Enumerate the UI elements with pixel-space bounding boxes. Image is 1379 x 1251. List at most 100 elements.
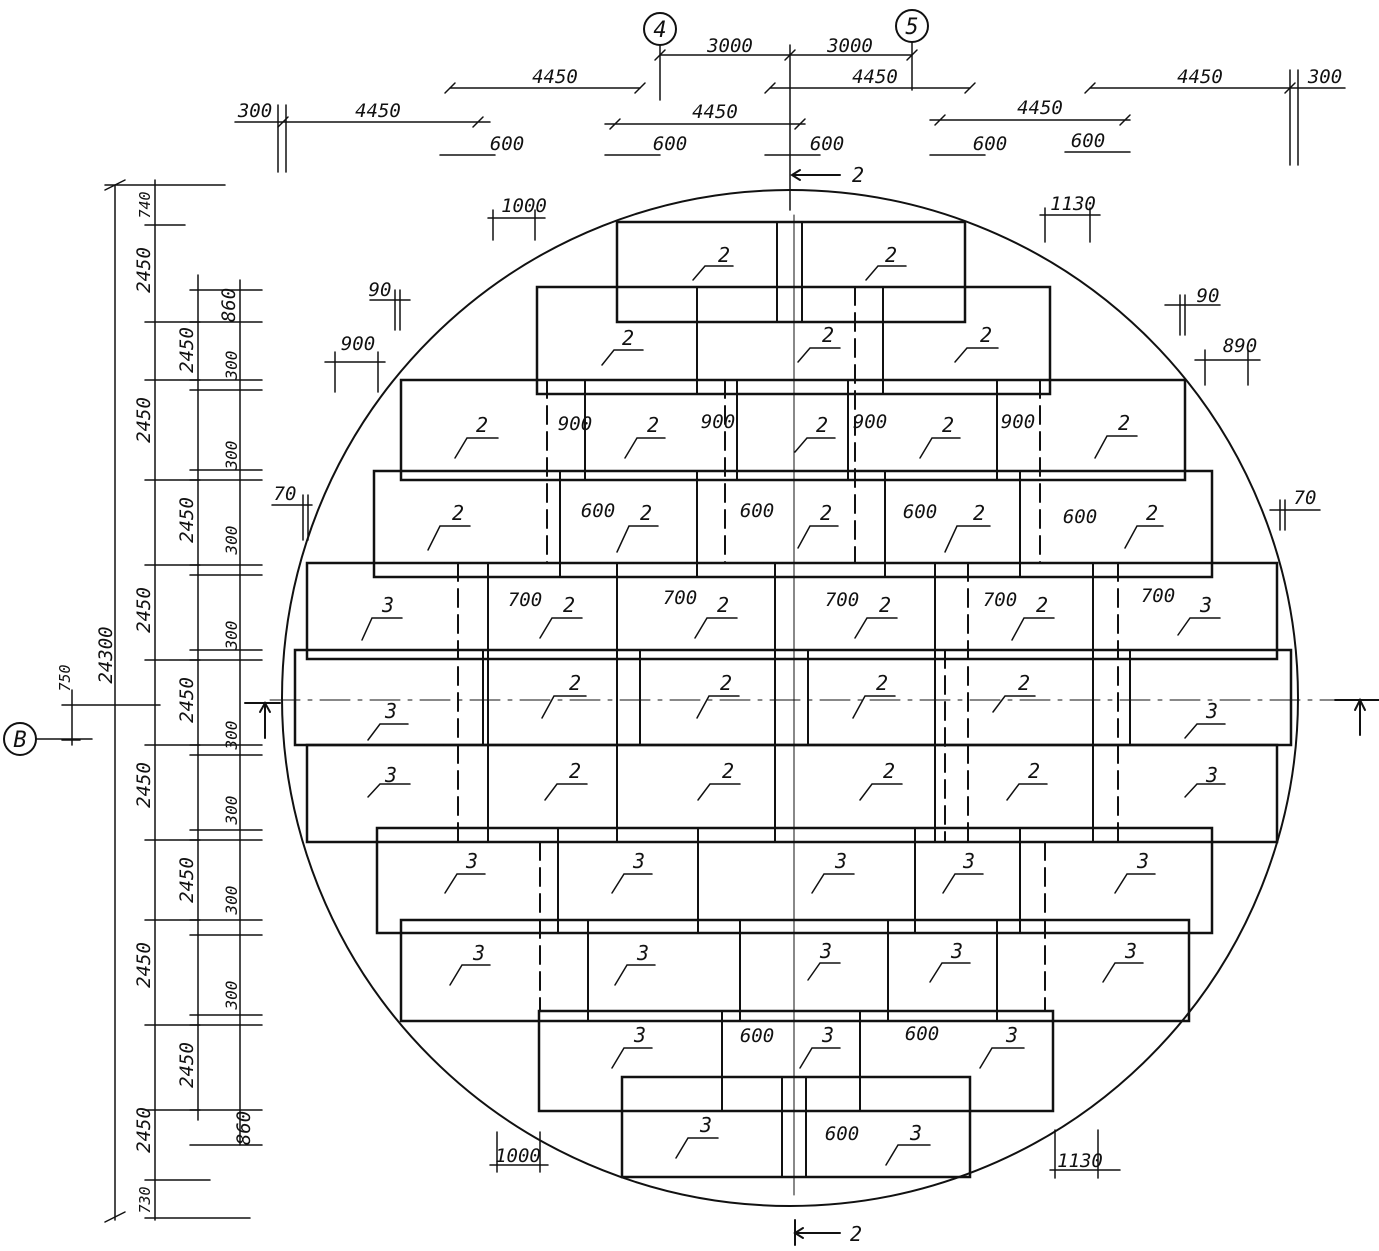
dim-2450: 2450 xyxy=(176,327,198,373)
mark-leaders xyxy=(361,265,1226,1166)
dim-2450: 2450 xyxy=(176,1042,198,1088)
dim-700: 700 xyxy=(983,589,1017,611)
dim-4450: 4450 xyxy=(692,101,738,123)
panel-mark-2: 2 xyxy=(720,671,732,695)
panel-mark-2: 2 xyxy=(822,323,834,347)
section-line-horizontal xyxy=(244,697,1379,739)
dim-700: 700 xyxy=(663,587,697,609)
panel-mark-3: 3 xyxy=(384,699,397,723)
panel-mark-3: 3 xyxy=(384,763,397,787)
section-top-label: 2 xyxy=(852,163,864,187)
dim-600: 600 xyxy=(653,133,687,155)
dim-90: 90 xyxy=(369,279,392,301)
panel-mark-3: 3 xyxy=(381,593,394,617)
panel-mark-2: 2 xyxy=(1018,671,1030,695)
panel-marks-type-3: 3 3 3 3 3 3 3 3 3 3 3 3 3 3 3 3 3 3 3 3 … xyxy=(381,593,1218,1145)
dim-4450: 4450 xyxy=(532,66,578,88)
dim-90: 90 xyxy=(1197,285,1220,307)
panel-mark-2: 2 xyxy=(973,501,985,525)
dim-300: 300 xyxy=(222,441,241,471)
dim-4450: 4450 xyxy=(355,100,401,122)
dim-300: 300 xyxy=(222,796,241,826)
dim-2450: 2450 xyxy=(133,1107,155,1153)
dim-740: 740 xyxy=(136,191,154,218)
panel-mark-3: 3 xyxy=(465,849,478,873)
hidden-panel-edges xyxy=(294,286,1292,1078)
panel-mark-2: 2 xyxy=(942,413,954,437)
section-marker-top: 2 xyxy=(790,163,864,187)
dim-1130: 1130 xyxy=(1057,1150,1103,1172)
left-dimension-chains xyxy=(61,179,263,1223)
dim-860: 860 xyxy=(233,1111,255,1145)
panel-mark-2: 2 xyxy=(980,323,992,347)
panel-mark-2: 2 xyxy=(876,671,888,695)
dim-700: 700 xyxy=(508,589,542,611)
panel-mark-3: 3 xyxy=(819,939,832,963)
panel-mark-2: 2 xyxy=(569,671,581,695)
dim-1000: 1000 xyxy=(495,1145,541,1167)
panel-mark-2: 2 xyxy=(879,593,891,617)
dim-700: 700 xyxy=(1141,585,1175,607)
panel-mark-3: 3 xyxy=(472,941,485,965)
panel-mark-2: 2 xyxy=(885,243,897,267)
dim-2450: 2450 xyxy=(176,497,198,543)
dim-600: 600 xyxy=(973,133,1007,155)
panel-mark-2: 2 xyxy=(1036,593,1048,617)
inner-gap-labels: 900 900 900 900 600 600 600 600 700 700 … xyxy=(508,411,1175,1145)
dim-600: 600 xyxy=(825,1123,859,1145)
panel-mark-3: 3 xyxy=(909,1121,922,1145)
axis-4-marker: 4 xyxy=(643,12,677,101)
top-dimension-labels: 3000 3000 4450 4450 4450 300 4450 4450 4… xyxy=(237,35,1342,155)
dim-total-24300: 24300 xyxy=(95,626,117,683)
panel-mark-2: 2 xyxy=(452,501,464,525)
dim-1130: 1130 xyxy=(1050,193,1096,215)
panel-mark-2: 2 xyxy=(622,326,634,350)
dim-300: 300 xyxy=(222,621,241,651)
panel-mark-2: 2 xyxy=(820,501,832,525)
panel-mark-3: 3 xyxy=(1124,939,1137,963)
top-dimension-chains xyxy=(234,44,1346,211)
section-bottom-label: 2 xyxy=(850,1222,862,1246)
panel-mark-3: 3 xyxy=(1205,699,1218,723)
dim-900: 900 xyxy=(701,411,735,433)
dim-4450: 4450 xyxy=(852,66,898,88)
dim-2450: 2450 xyxy=(133,762,155,808)
dim-300: 300 xyxy=(222,351,241,381)
dim-1000: 1000 xyxy=(501,195,547,217)
edge-dimension-labels: 1000 1130 1000 1130 90 90 900 890 70 70 xyxy=(274,193,1317,1172)
dim-axis-spacing-1: 3000 xyxy=(706,35,753,57)
dim-300: 300 xyxy=(237,100,272,122)
dim-300: 300 xyxy=(222,526,241,556)
edge-dimension-marks xyxy=(271,207,1321,1179)
dim-750: 750 xyxy=(56,664,74,691)
dim-900: 900 xyxy=(1001,411,1035,433)
dim-4450: 4450 xyxy=(1177,66,1223,88)
dim-70: 70 xyxy=(274,483,297,505)
dim-300: 300 xyxy=(222,981,241,1011)
panel-outlines xyxy=(293,220,1293,1179)
axis-5-marker: 5 xyxy=(895,9,929,91)
dim-600: 600 xyxy=(740,1025,774,1047)
dim-300: 300 xyxy=(222,721,241,751)
panel-mark-3: 3 xyxy=(950,939,963,963)
panel-mark-2: 2 xyxy=(1028,759,1040,783)
panel-mark-3: 3 xyxy=(632,849,645,873)
dim-600: 600 xyxy=(490,133,524,155)
panel-mark-2: 2 xyxy=(722,759,734,783)
dim-300: 300 xyxy=(1307,66,1342,88)
panel-mark-2: 2 xyxy=(476,413,488,437)
panel-mark-2: 2 xyxy=(647,413,659,437)
dim-730: 730 xyxy=(136,1186,154,1213)
panel-mark-2: 2 xyxy=(1118,411,1130,435)
panel-joints xyxy=(482,221,1131,1178)
panel-mark-2: 2 xyxy=(718,243,730,267)
panel-mark-3: 3 xyxy=(1205,763,1218,787)
panel-marks-type-2: 2 2 2 2 2 2 2 2 2 2 2 2 2 2 2 2 2 2 2 2 … xyxy=(452,243,1158,783)
panel-mark-2: 2 xyxy=(816,413,828,437)
dim-2450: 2450 xyxy=(176,677,198,723)
dim-4450: 4450 xyxy=(1017,97,1063,119)
dim-300: 300 xyxy=(222,886,241,916)
dim-2450: 2450 xyxy=(133,587,155,633)
panel-mark-3: 3 xyxy=(834,849,847,873)
